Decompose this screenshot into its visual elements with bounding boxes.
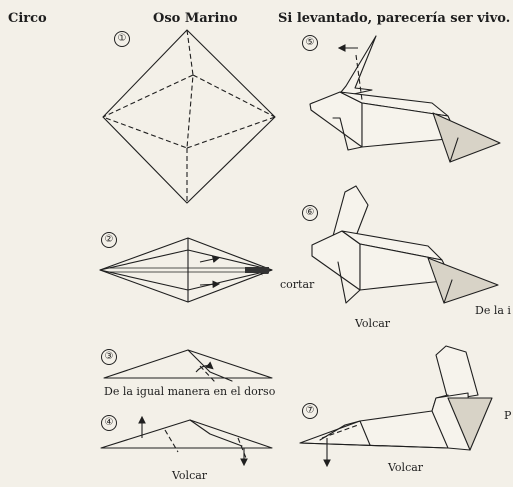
step-7-caption: Volcar — [388, 461, 424, 474]
step-2-cut-note: cortar — [280, 278, 315, 291]
step-3-caption: De la igual manera en el dorso — [104, 385, 276, 398]
step-2-number: ② — [101, 232, 117, 248]
step-3-number: ③ — [101, 349, 117, 365]
section-label: Circo — [8, 11, 47, 26]
step-6-diagram — [311, 185, 499, 304]
step-4-caption: Volcar — [172, 469, 208, 482]
step-1-number: ① — [114, 31, 130, 47]
step-2-arrow-glyph: ← — [260, 267, 270, 280]
step-4-number: ④ — [101, 415, 117, 431]
step-7-side-note: P — [504, 409, 512, 422]
page-title: Oso Marino — [153, 11, 238, 26]
step-6-side-note: De la i — [475, 304, 511, 317]
step-7-number: ⑦ — [302, 403, 318, 419]
step-1-diagram — [102, 29, 276, 204]
step-3-diagram — [103, 349, 273, 383]
step-6-number: ⑥ — [302, 205, 318, 221]
step-5-number: ⑤ — [302, 35, 318, 51]
step-7-diagram — [299, 345, 493, 468]
step-6-caption: Volcar — [355, 317, 391, 330]
step-5-diagram — [309, 35, 501, 163]
step-4-diagram — [100, 415, 273, 467]
page-subtitle: Si levantado, parecería ser vivo. — [278, 11, 511, 26]
step-2-diagram — [99, 237, 273, 303]
